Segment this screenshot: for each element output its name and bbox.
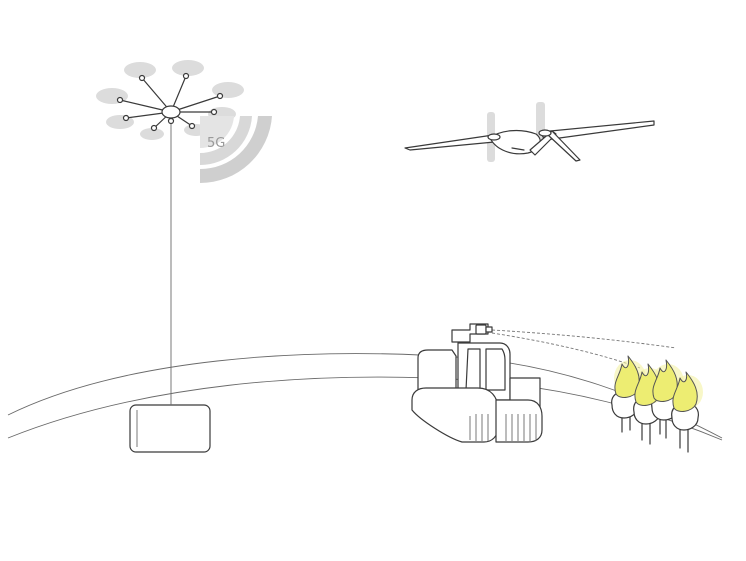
signal-label: 5G [207,136,225,151]
burning-trees-icon [611,355,703,453]
spray-lines [491,329,677,369]
tracked-firefighting-vehicle-icon [411,323,543,443]
vtol-fixed-wing-drone-icon [404,102,655,162]
ground-station-box-icon [129,404,211,453]
wireless-signal-icon: 5G [200,116,272,184]
